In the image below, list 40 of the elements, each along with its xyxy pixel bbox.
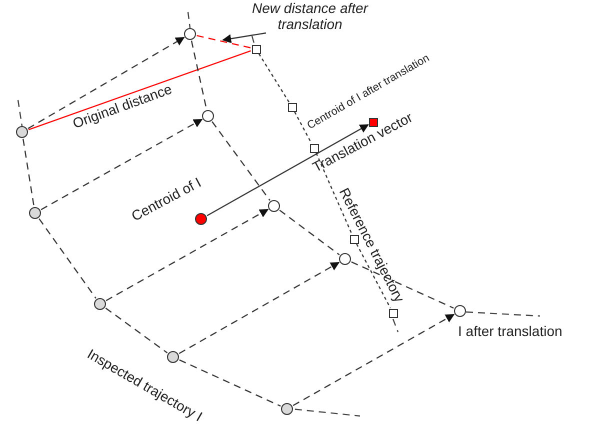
point-marker	[339, 253, 351, 265]
arrow	[178, 262, 340, 354]
trajectory-line	[190, 40, 208, 110]
trajectory-line	[212, 121, 270, 201]
trajectory-line	[351, 261, 454, 309]
point-marker	[268, 200, 280, 212]
trajectory-line	[38, 218, 96, 299]
square-marker	[252, 44, 260, 54]
square-marker	[310, 144, 318, 152]
arrow	[292, 314, 455, 406]
arrow	[28, 36, 185, 130]
point-marker	[94, 298, 106, 310]
point-marker	[281, 403, 293, 415]
point-label: I after translation	[458, 323, 562, 339]
arrow	[40, 118, 203, 210]
trajectory-line	[316, 152, 352, 234]
square-marker	[350, 234, 358, 244]
point-marker	[184, 28, 196, 40]
trajectory-line	[179, 359, 281, 407]
square-marker	[388, 308, 398, 318]
point-marker	[167, 351, 179, 363]
point-marker	[195, 213, 207, 225]
trajectory-line	[22, 138, 34, 206]
arrow	[206, 124, 369, 216]
trajectory-line	[279, 210, 340, 256]
trajectory-line	[105, 308, 168, 354]
leader-arrow	[222, 32, 266, 44]
trajectory-line	[258, 53, 290, 103]
square-marker	[288, 102, 296, 112]
point-marker	[454, 305, 466, 317]
arrow	[106, 208, 269, 302]
square-marker	[368, 118, 378, 126]
point-marker	[202, 110, 214, 122]
point-marker	[16, 126, 28, 138]
distance-line	[196, 35, 251, 48]
trajectory-line	[356, 244, 391, 308]
distance-line	[28, 50, 251, 130]
callout-text: New distance after translation	[235, 0, 385, 32]
point-marker	[29, 207, 41, 219]
trajectory-line	[294, 112, 312, 144]
